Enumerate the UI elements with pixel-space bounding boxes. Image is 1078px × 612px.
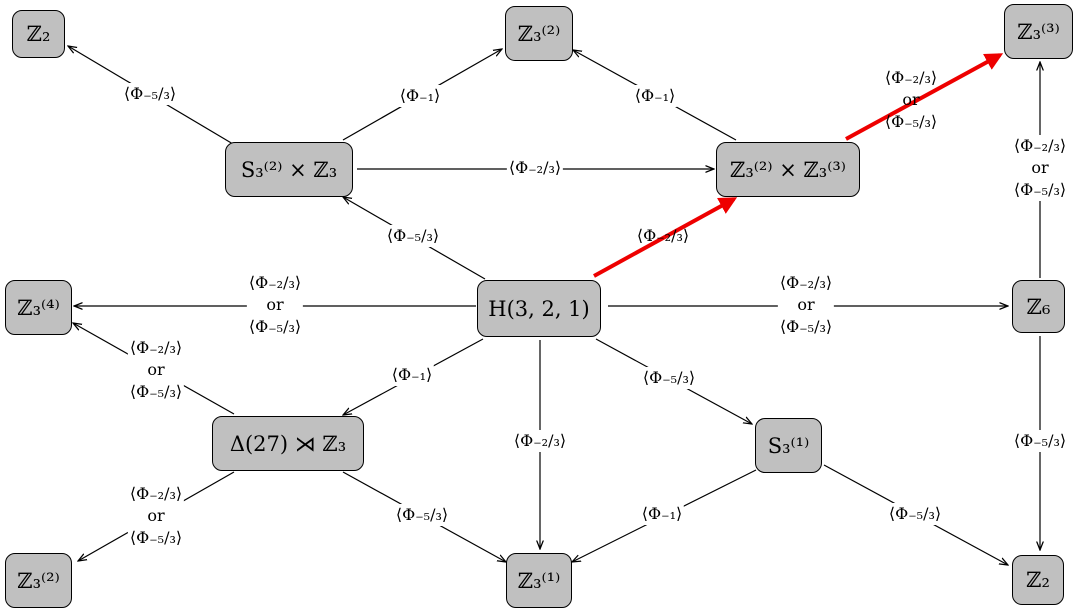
label-text: ⟨Φ₋₅/₃⟩ (386, 226, 440, 245)
label-text: ⟨Φ₋₅/₃⟩ (1013, 180, 1067, 199)
node-z2-top: ℤ₂ (12, 10, 65, 58)
label-text: ⟨Φ₋₅/₃⟩ (779, 317, 833, 336)
label-h-z34: ⟨Φ₋₂/₃⟩ or ⟨Φ₋₅/₃⟩ (246, 272, 304, 338)
label-text: ⟨Φ₋₁⟩ (399, 86, 441, 105)
label-text: ⟨Φ₋₂/₃⟩ (1013, 136, 1067, 155)
label-text: ⟨Φ₋₅/₃⟩ (884, 112, 938, 131)
label-text: or (266, 295, 284, 314)
label-text: ⟨Φ₋₅/₃⟩ (123, 84, 177, 103)
label-s3x-z2: ⟨Φ₋₅/₃⟩ (121, 83, 179, 105)
node-z3-2-x-z3-3: ℤ₃⁽²⁾ × ℤ₃⁽³⁾ (716, 142, 860, 197)
node-delta27-x-z3: Δ(27) ⋊ ℤ₃ (212, 416, 364, 471)
node-z3-1-bottom: ℤ₃⁽¹⁾ (506, 553, 572, 608)
node-s3-2-x-z3: S₃⁽²⁾ × ℤ₃ (225, 142, 353, 197)
label-delta-z34: ⟨Φ₋₂/₃⟩ or ⟨Φ₋₅/₃⟩ (127, 337, 185, 403)
label-z6-z2bottom: ⟨Φ₋₅/₃⟩ (1011, 430, 1069, 452)
label-h-s31: ⟨Φ₋₅/₃⟩ (640, 367, 698, 389)
label-s31-z2bottom: ⟨Φ₋₅/₃⟩ (886, 503, 944, 525)
label-text: ⟨Φ₋₅/₃⟩ (395, 505, 449, 524)
label-text: ⟨Φ₋₂/₃⟩ (508, 158, 562, 177)
label-h-s3x: ⟨Φ₋₅/₃⟩ (384, 225, 442, 247)
label-h-z32xz33: ⟨Φ₋₂/₃⟩ (635, 225, 691, 247)
label-text: ⟨Φ₋₅/₃⟩ (1013, 431, 1067, 450)
node-z2-bottom: ℤ₂ (1012, 555, 1064, 605)
label-s3x-z32top: ⟨Φ₋₁⟩ (397, 85, 443, 107)
label-text: or (1031, 158, 1049, 177)
label-text: ⟨Φ₋₂/₃⟩ (248, 273, 302, 292)
label-text: ⟨Φ₋₂/₃⟩ (129, 484, 183, 503)
node-z3-4: ℤ₃⁽⁴⁾ (5, 280, 72, 335)
label-z6-z33top: ⟨Φ₋₂/₃⟩ or ⟨Φ₋₅/₃⟩ (1011, 135, 1069, 201)
label-text: ⟨Φ₋₅/₃⟩ (129, 528, 183, 547)
label-text: ⟨Φ₋₅/₃⟩ (129, 382, 183, 401)
label-s3x-z32xz33: ⟨Φ₋₂/₃⟩ (506, 157, 564, 179)
node-s3-1: S₃⁽¹⁾ (755, 418, 822, 473)
label-text: or (902, 90, 920, 109)
node-z3-2-bottom: ℤ₃⁽²⁾ (5, 553, 72, 608)
label-text: or (147, 506, 165, 525)
label-text: ⟨Φ₋₁⟩ (391, 365, 433, 384)
highlight-edge-h-z32xz33 (593, 197, 738, 278)
label-text: or (797, 295, 815, 314)
label-text: ⟨Φ₋₅/₃⟩ (642, 368, 696, 387)
label-h-z6: ⟨Φ₋₂/₃⟩ or ⟨Φ₋₅/₃⟩ (777, 272, 835, 338)
node-z3-3-top: ℤ₃⁽³⁾ (1004, 4, 1073, 59)
label-s31-z31: ⟨Φ₋₁⟩ (639, 503, 685, 525)
highlight-edge-z32xz33-z33top (845, 53, 1004, 141)
label-delta-z32bottom: ⟨Φ₋₂/₃⟩ or ⟨Φ₋₅/₃⟩ (127, 483, 185, 549)
label-h-delta: ⟨Φ₋₁⟩ (389, 364, 435, 386)
label-text: ⟨Φ₋₂/₃⟩ (636, 226, 690, 245)
label-text: ⟨Φ₋₅/₃⟩ (888, 504, 942, 523)
label-text: ⟨Φ₋₂/₃⟩ (779, 273, 833, 292)
label-text: ⟨Φ₋₁⟩ (641, 504, 683, 523)
label-z32xz33-z33top: ⟨Φ₋₂/₃⟩ or ⟨Φ₋₅/₃⟩ (883, 67, 939, 133)
label-text: or (147, 360, 165, 379)
node-z6: ℤ₆ (1012, 280, 1065, 333)
label-z32xz33-z32top: ⟨Φ₋₁⟩ (632, 85, 678, 107)
label-h-z31: ⟨Φ₋₂/₃⟩ (511, 430, 569, 452)
label-text: ⟨Φ₋₂/₃⟩ (129, 338, 183, 357)
label-delta-z31: ⟨Φ₋₅/₃⟩ (393, 504, 451, 526)
label-text: ⟨Φ₋₂/₃⟩ (513, 431, 567, 450)
node-z3-2-top: ℤ₃⁽²⁾ (505, 6, 573, 61)
label-text: ⟨Φ₋₅/₃⟩ (248, 317, 302, 336)
label-text: ⟨Φ₋₁⟩ (634, 86, 676, 105)
label-text: ⟨Φ₋₂/₃⟩ (884, 68, 938, 87)
node-h321: H(3, 2, 1) (477, 280, 601, 337)
